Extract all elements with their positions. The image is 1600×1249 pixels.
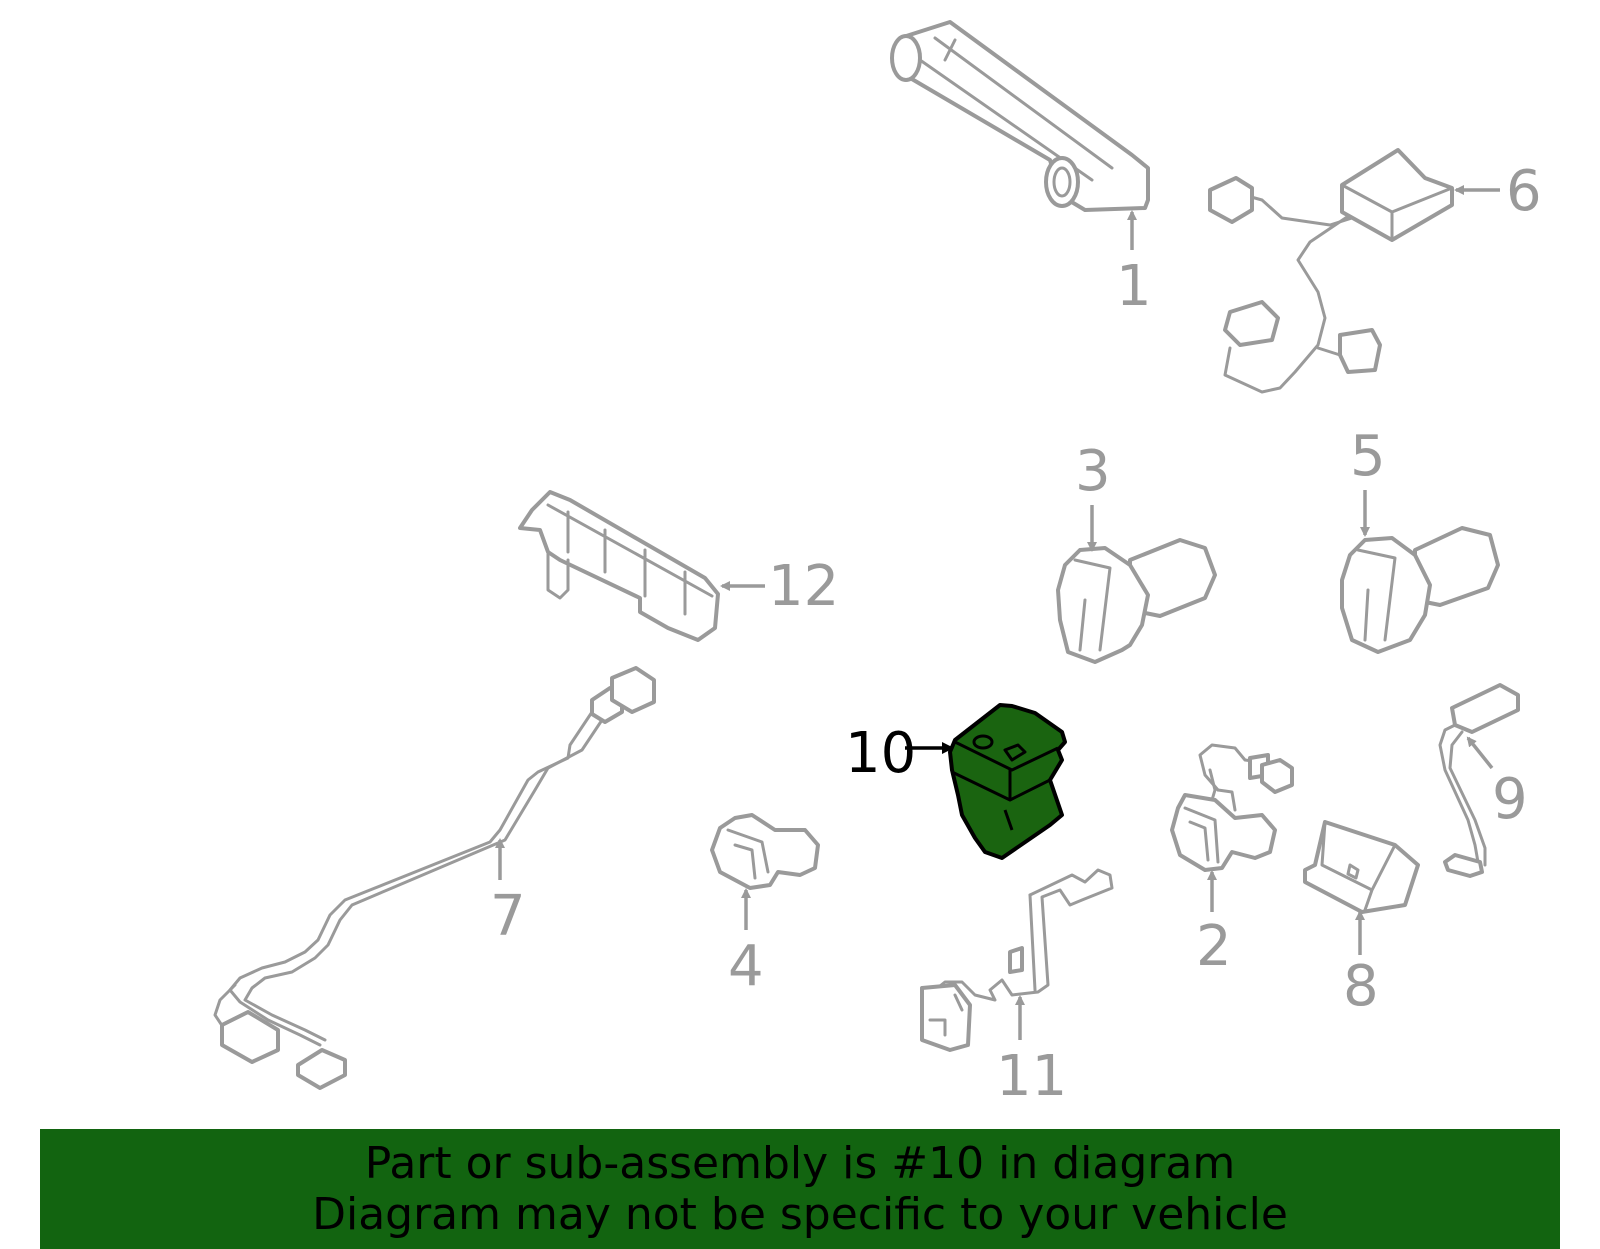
part-5-rotary-switch[interactable]: [1340, 526, 1500, 654]
callout-10[interactable]: 10: [845, 721, 916, 786]
leader-9: [1466, 736, 1494, 770]
callout-1[interactable]: 1: [1116, 254, 1152, 319]
part-9-sensor-lead[interactable]: [1438, 683, 1520, 878]
callout-7[interactable]: 7: [490, 884, 526, 949]
callout-9[interactable]: 9: [1492, 767, 1528, 832]
part-10-highlighted-switch[interactable]: [948, 703, 1067, 860]
callout-5[interactable]: 5: [1350, 424, 1386, 489]
part-1-bar-assembly[interactable]: [890, 20, 1150, 212]
part-8-switch-bracket[interactable]: [1303, 820, 1420, 914]
part-4-socket[interactable]: [710, 813, 820, 890]
callout-12[interactable]: 12: [768, 554, 839, 619]
banner-line-2: Diagram may not be specific to your vehi…: [312, 1189, 1288, 1240]
callout-6[interactable]: 6: [1506, 159, 1542, 224]
part-7-wiring-harness[interactable]: [213, 666, 656, 1090]
callout-2[interactable]: 2: [1196, 914, 1232, 979]
part-12-switch-panel[interactable]: [518, 490, 720, 642]
callout-8[interactable]: 8: [1343, 954, 1379, 1019]
part-2-socket-harness[interactable]: [1170, 743, 1294, 872]
callout-4[interactable]: 4: [728, 934, 764, 999]
part-3-rotary-switch[interactable]: [1056, 538, 1217, 664]
banner-line-1: Part or sub-assembly is #10 in diagram: [364, 1138, 1236, 1189]
part-11-harness[interactable]: [920, 868, 1114, 1052]
callout-11[interactable]: 11: [996, 1044, 1067, 1109]
callout-3[interactable]: 3: [1075, 439, 1111, 504]
info-banner: Part or sub-assembly is #10 in diagram D…: [40, 1129, 1560, 1249]
part-6-wiring-harness[interactable]: [1208, 148, 1454, 394]
